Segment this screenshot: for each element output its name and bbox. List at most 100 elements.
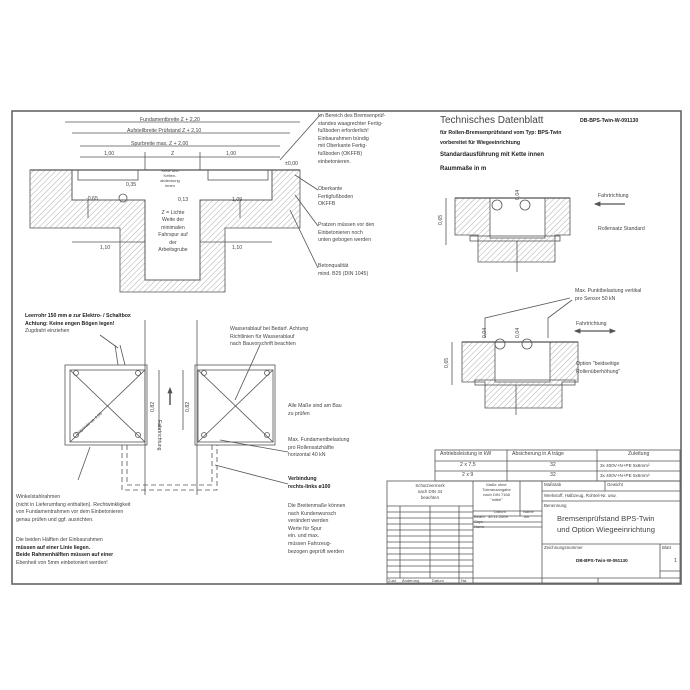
dim-013: 0,13 [178,197,189,203]
note-line: Werte für Spur [288,525,322,532]
note-line: Wasserablauf bei Bedarf. Achtung [230,326,309,332]
name-label: Na. [461,578,468,583]
level-zero: ±0,00 [285,161,298,167]
gepr-label: Gepr. [474,519,484,524]
name-header: Name [523,509,534,514]
benennung-label: Benennung [544,503,567,508]
note-line: Toleranzangabe [482,487,511,492]
bearb-date: 30.11.2009 [488,514,508,519]
zeichnungsnummer-label: Zeichnungsnummer [544,545,583,550]
table-cell: 3x 400V+N+PE 5x6mm² [600,473,650,478]
table-header: Antriebsleistung in kW [440,451,492,457]
note-line: Fertigfußboden [318,193,354,200]
note-line: Max. Punktbelastung vertikal [575,288,642,294]
z-line: Fahrspur auf [158,232,188,239]
note-line: müssen auf einer Linie liegen. [16,544,91,551]
note-line: müssen Fahrzeug- [288,540,332,547]
dim-004c: 0,04 [515,327,521,338]
note-line: Die Breitenmaße können [288,503,346,509]
note-line: beachten [420,495,440,500]
note-line: Beide Rahmenhälften müssen auf einer [16,552,114,559]
note-line: rechts-links ø100 [288,483,331,490]
table-header: Zuleitung [628,451,650,457]
fahrtrichtung-label-2: Fahrtrichtung [576,321,607,327]
chain-line: Kette und [161,168,179,173]
note-line: pro Rollensatzhälfte [288,444,334,451]
header-line2: vorbereitet für Wiegeeinrichtung [440,140,521,146]
note-line: mit Oberkante Fertig- [318,143,368,150]
note-line: Richtlinien für Wasserablauf [230,333,295,340]
z-line: minimalen [161,224,185,231]
sheet-frame [11,110,682,585]
chain-line: abdeckung [160,178,180,183]
note-line: nach Bauvorschrift beachten [230,341,296,348]
drawing-number: DB-BPS-Twin-W-091130 [576,558,628,563]
note-line: Zugdraht einziehen [25,328,70,335]
winkel-note: Winkelstahlrahmen(nicht in Lieferumfang … [16,494,130,524]
note-line: Winkelstahlrahmen [16,494,61,500]
blatt-number: 1 [674,558,677,564]
table-cell: 2 x 7,5 [460,462,476,468]
drawing-name-1: Bremsenprüfstand BPS-Twin [557,514,655,523]
dim-110-right: 1,10 [232,245,243,251]
chain-line: innen [165,183,175,188]
table-cell: 32 [550,462,556,468]
gewicht-label: Gewicht [607,482,623,487]
bearb-label: Bearb. [474,514,486,519]
norm-label: Norm [474,524,484,529]
table-cell: 32 [550,472,556,478]
note-line: horizontal 40 kN [288,452,326,459]
note-line: Leerrohr 150 mm ø zur Elektro- / Schaltb… [25,313,131,319]
note-line: OKFFB [318,201,336,208]
note-line: ein. und max. [288,533,320,540]
dim-082-left: 0,82 [150,401,156,412]
fahrtrichtung-label: Fahrtrichtung [598,193,629,199]
note-line: Alle Maße sind am Bau [288,403,342,409]
dim-082-right: 0,82 [185,401,191,412]
title-block-lines [386,480,681,584]
z-line: Arbeitsgrube [158,247,188,254]
note-line: Im Bereich des Bremsenprüf- [318,113,386,119]
table-header: Absicherung in A träge [512,451,564,457]
note-line: von Fundamentrahmen vor dem Einbetoniere… [16,509,124,516]
note-line: nach Kundenwunsch [288,510,337,517]
note-line: Einbaurahmen bündig [318,135,369,142]
note-line: bezogen geprüft werden [288,548,344,555]
dim-z: Z [171,151,175,157]
leerrohr-note: Leerrohr 150 mm ø zur Elektro- / Schaltb… [25,313,131,336]
rollensatz-label: Rollensatz Standard [598,226,645,232]
zust-label: Zust. [388,578,397,583]
note-line: unten gebogen werden [318,237,372,244]
note-line: Betonqualität [318,263,349,269]
drawing-name-2: und Option Wiegeeinrichtung [557,525,655,534]
aenderung-label: Änderung [402,578,420,583]
table-cell: 3x 400V+N+PE 5x6mm² [600,463,650,468]
note-line: verändert werden [288,518,329,525]
dim-065b: 0,65 [444,357,450,368]
dim-004: 0,04 [515,189,521,200]
note-line: genau prüfen und ggf. ausrichten. [16,516,94,523]
bearb-name: wh [524,514,530,519]
dim-065: -0,65 [86,196,98,202]
note-line: Pratzen müssen vor den [318,222,375,228]
fahrtrichtung-plan: Fahrtrichtung [156,420,162,451]
note-line: (nicht in Lieferumfang enthalten). Recht… [16,501,131,508]
note-line: pro Sensor 50 kN [575,295,616,302]
z-line: Weite der [161,217,185,224]
dim-109: 1,09 [232,197,243,203]
header-line3: Standardausführung mit Kette innen [440,152,545,158]
z-line: der [169,239,177,246]
note-line: standes waagrechter Fertig- [318,120,383,127]
